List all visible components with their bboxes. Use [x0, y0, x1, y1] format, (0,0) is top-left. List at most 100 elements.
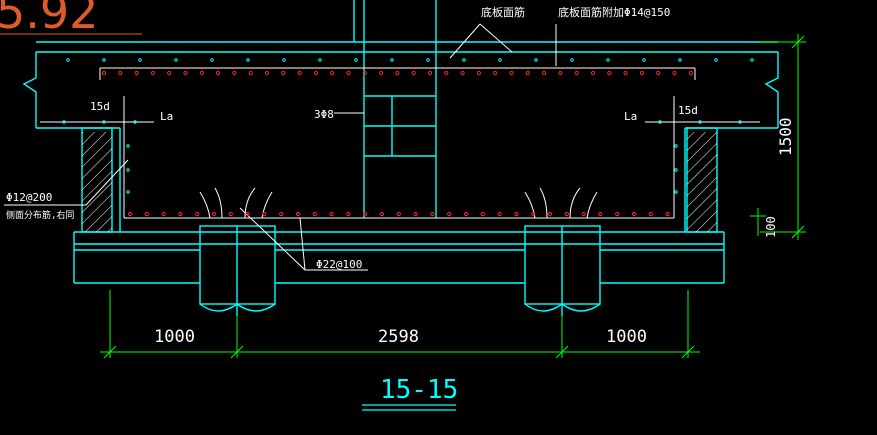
rebar-dot-bottom [514, 211, 519, 217]
rebar-dot-top [346, 70, 351, 76]
side-dot [126, 144, 130, 148]
side-dot [126, 190, 130, 194]
slab-outline [22, 0, 779, 316]
rebar-dot-top [150, 70, 155, 76]
rebar-dot-bottom [396, 211, 401, 217]
slab-dot [738, 120, 742, 124]
rebar-dot-top [395, 70, 400, 76]
rebar-dot-bottom [144, 211, 149, 217]
slab-dot [62, 120, 66, 124]
rebar-dot-top [525, 70, 530, 76]
top-bar-label: 底板面筋 [481, 5, 525, 19]
slab-dot [246, 58, 250, 62]
top-bar-spec: Φ14@150 [624, 6, 670, 19]
rebar-dots [101, 70, 693, 217]
rebar-dot-bottom [363, 211, 368, 217]
rebar-dot-top [460, 70, 465, 76]
rebar-dot-top [411, 70, 416, 76]
rebar-dot-bottom [648, 211, 653, 217]
rebar-dot-top [101, 70, 107, 76]
slab-dot [426, 58, 430, 62]
rebar-dot-bottom [295, 211, 301, 217]
slab-dot [498, 58, 502, 62]
rebar-dot-top [639, 70, 645, 76]
vertical-dimensions [750, 34, 806, 240]
slab-dot [462, 58, 466, 62]
rebar-dot-bottom [531, 211, 536, 217]
center-bars-label: 3Φ8 [314, 108, 334, 121]
dim-height-total: 1500 [776, 117, 795, 156]
slab-dot [102, 58, 106, 62]
slab-dot [174, 58, 178, 62]
rebar-dot-top [297, 70, 302, 76]
side-dot [674, 190, 678, 194]
rebar-dot-top [444, 70, 449, 76]
slab-dot [698, 120, 702, 124]
right-lap-label: La [624, 110, 637, 123]
slab-dot [606, 58, 610, 62]
rebar-dot-top [509, 70, 514, 76]
slab-dot [318, 58, 322, 62]
rebar-dot-top [167, 70, 172, 76]
rebar-dot-bottom [463, 211, 469, 217]
slab-top-dots [62, 58, 754, 194]
rebar-dot-top [362, 70, 367, 76]
rebar-dot-top [330, 70, 335, 76]
top-bar-note: 底板面筋附加 [558, 5, 624, 19]
rebar-dot-bottom [127, 211, 133, 217]
rebar-dot-bottom [228, 211, 233, 217]
right-column-hatch [687, 132, 717, 232]
rebar-dot-top [199, 70, 204, 76]
slab-dot [714, 58, 718, 62]
rebar-dot-bottom [581, 211, 586, 217]
rebar-dot-top [248, 70, 253, 76]
rebar-dot-bottom [379, 211, 385, 217]
rebar-dot-top [232, 70, 237, 76]
rebar-dot-bottom [547, 211, 553, 217]
section-title: 15-15 [380, 375, 458, 405]
rebar-dot-top [656, 70, 661, 76]
slab-dot [642, 58, 646, 62]
slab-dot [138, 58, 142, 62]
rebar-dot-top [134, 70, 139, 76]
rebar-dot-bottom [161, 211, 166, 217]
slab-dot [210, 58, 214, 62]
rebar-dot-bottom [195, 211, 200, 217]
dim-height-bottom: 100 [764, 216, 778, 238]
rebar-dot-bottom [564, 211, 569, 217]
rebar-dot-bottom [279, 211, 284, 217]
slab-dot [390, 58, 394, 62]
rebar-dot-top [476, 70, 481, 76]
left-side-note: 侧面分布筋,右同 [6, 209, 74, 221]
rebar-dot-bottom [631, 211, 637, 217]
rebar-dot-top [558, 70, 563, 76]
rebar-dot-top [590, 70, 596, 76]
side-dot [126, 168, 130, 172]
left-lap-label: La [160, 110, 173, 123]
rebar-dot-top [313, 70, 318, 76]
rebar-dot-bottom [665, 211, 670, 217]
rebar-dot-top [688, 70, 693, 76]
rebar-dot-top [427, 70, 433, 76]
slab-dot [102, 120, 106, 124]
slab-dot [354, 58, 358, 62]
rebar-dot-top [118, 70, 123, 76]
rebar-dot-bottom [312, 211, 317, 217]
rebar-dot-top [379, 70, 384, 76]
rebar-dot-bottom [447, 211, 452, 217]
rebar-dot-bottom [480, 211, 485, 217]
rebar-dot-top [542, 70, 547, 76]
slab-dot [750, 58, 754, 62]
dim-span-right: 1000 [606, 327, 647, 347]
horizontal-dimensions [100, 290, 700, 359]
rebar-dot-top [607, 70, 612, 76]
left-anchor-label: 15d [90, 100, 110, 113]
slab-dot [66, 58, 70, 62]
rebar-dot-bottom [245, 211, 250, 217]
rebar-dot-top [264, 70, 270, 76]
rebar-dot-bottom [615, 211, 620, 217]
rebar-dot-top [183, 70, 188, 76]
rebar-dot-top [493, 70, 498, 76]
dim-span-left: 1000 [154, 327, 195, 347]
